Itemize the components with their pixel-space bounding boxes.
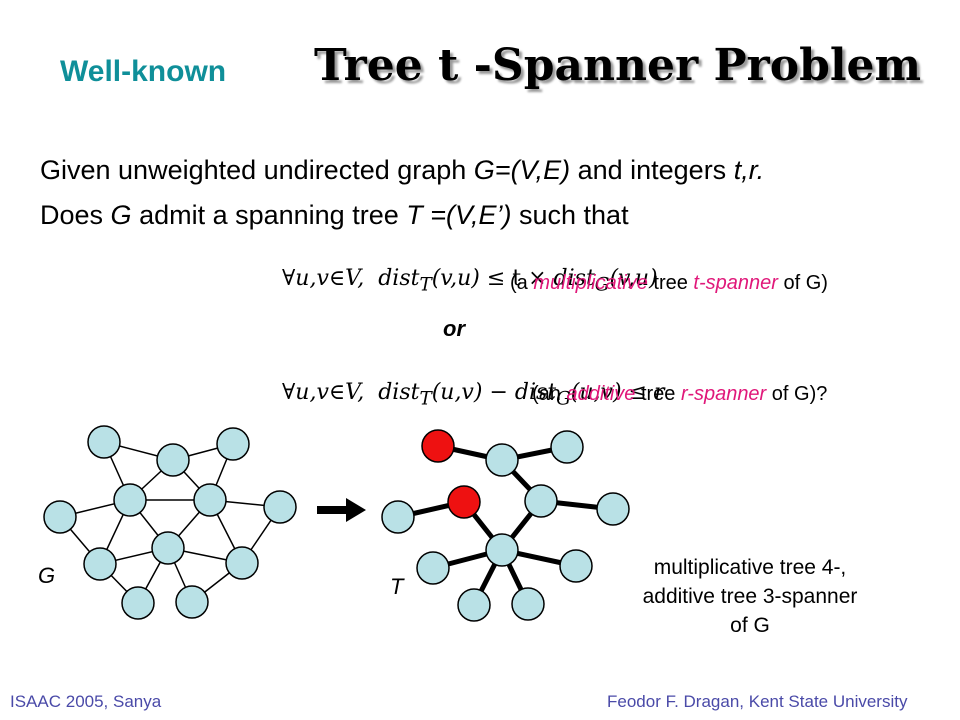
graph-node <box>43 500 77 534</box>
tree-node <box>511 587 545 621</box>
tree-node <box>457 588 491 622</box>
problem-line-1: Given unweighted undirected graph G=(V,E… <box>40 155 765 185</box>
tree-node <box>524 484 558 518</box>
graph-node <box>83 547 117 581</box>
graph-label: G <box>38 563 56 588</box>
or-label: or <box>443 316 465 341</box>
title-main: Tree t -Spanner Problem <box>314 40 922 91</box>
graph-node <box>193 483 227 517</box>
multiplicative-formula: ∀u,v∈V, distT(v,u) ≤ t × distG(v,u) <box>282 266 658 296</box>
caption: multiplicative tree 4-, additive tree 3-… <box>642 556 858 637</box>
additive-formula: ∀u,v∈V, distT(u,v) − distG(u,v) ≤ r <box>282 380 665 410</box>
tree-node <box>550 430 584 464</box>
title-prefix: Well-known <box>60 55 227 88</box>
tree-node <box>559 549 593 583</box>
tree-node <box>596 492 630 526</box>
tree-node-red <box>421 429 455 463</box>
graph-node <box>216 427 250 461</box>
arrow-icon <box>317 498 366 522</box>
multiplicative-note: (a multiplicative tree t-spanner of G) <box>510 272 828 294</box>
graph-node <box>156 443 190 477</box>
graph-node <box>263 490 297 524</box>
tree-node <box>485 533 519 567</box>
tree-label: T <box>390 574 404 599</box>
title: Well-known Tree t -Spanner Problem <box>0 40 960 110</box>
tree-node <box>485 443 519 477</box>
tree-node-red <box>447 485 481 519</box>
graph-node <box>121 586 155 620</box>
tree-node <box>416 551 450 585</box>
tree-node <box>381 500 415 534</box>
graph-node <box>113 483 147 517</box>
graph-node <box>175 585 209 619</box>
footer-right: Feodor F. Dragan, Kent State University <box>607 692 908 711</box>
additive-note: (an additive tree r-spanner of G)? <box>532 383 828 405</box>
graph-g-nodes <box>43 425 297 620</box>
footer-left: ISAAC 2005, Sanya <box>10 692 162 711</box>
tree-t-nodes <box>381 429 630 622</box>
problem-line-2: Does G admit a spanning tree T =(V,E’) s… <box>40 200 629 230</box>
graph-node <box>151 531 185 565</box>
graph-node <box>225 546 259 580</box>
graph-node <box>87 425 121 459</box>
